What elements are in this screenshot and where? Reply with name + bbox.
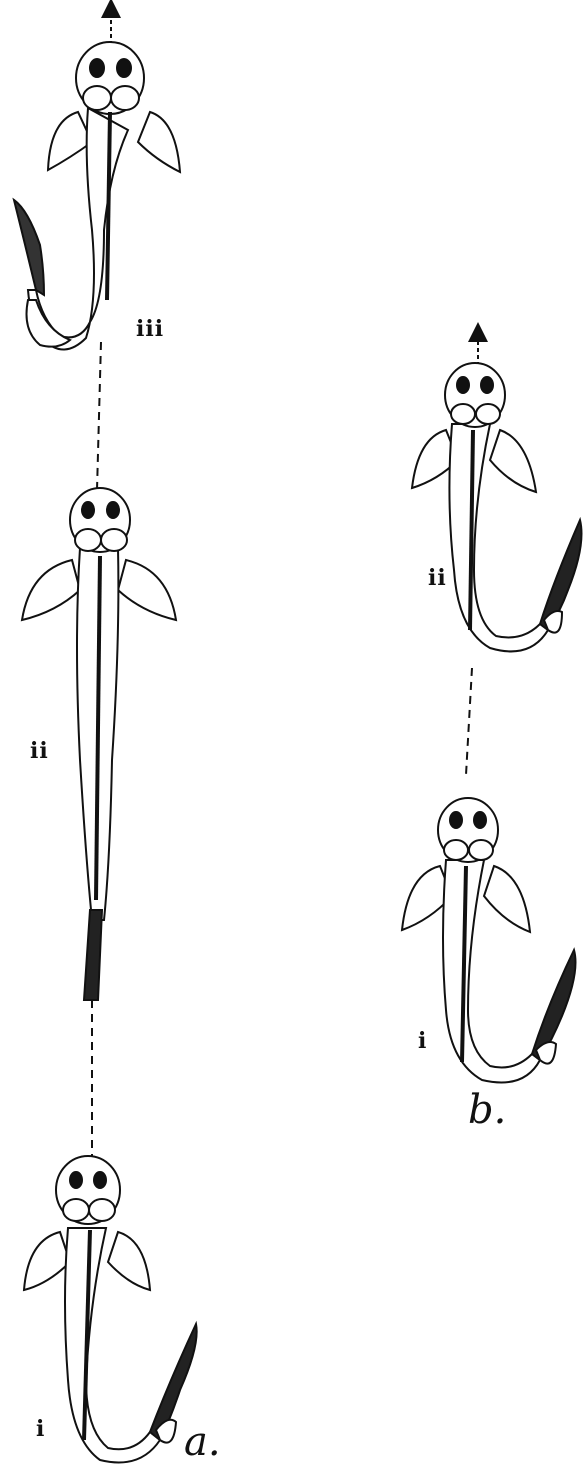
eye-left: [70, 1172, 82, 1188]
cheek-left: [83, 86, 111, 110]
stage-label-b-ii: ii: [428, 567, 447, 589]
pectoral-fin-right: [118, 560, 176, 620]
eye-left: [457, 377, 469, 393]
pectoral-fin-right: [108, 1232, 150, 1290]
cheek-left: [63, 1199, 89, 1221]
eye-right: [107, 502, 119, 518]
connector-a-iii-ii: [97, 342, 101, 490]
stage-label-a-iii: iii: [136, 318, 164, 340]
cheek-right: [89, 1199, 115, 1221]
cheek-left: [451, 404, 475, 424]
fish-b-i: [402, 798, 576, 1083]
pectoral-fin-left: [24, 1232, 70, 1290]
pectoral-fin-right: [138, 112, 180, 172]
series-label-a: a.: [184, 1422, 221, 1462]
fish-a-i: [24, 1156, 197, 1463]
cheek-left: [444, 840, 468, 860]
pectoral-fin-left: [22, 560, 80, 620]
cheek-right: [476, 404, 500, 424]
cheek-left: [75, 529, 101, 551]
eye-right: [481, 377, 493, 393]
pectoral-fin-right: [490, 430, 536, 492]
stage-label-b-i: i: [418, 1030, 427, 1052]
eye-right: [94, 1172, 106, 1188]
stage-label-a-ii: ii: [30, 740, 49, 762]
eye-left: [450, 812, 462, 828]
eye-left: [82, 502, 94, 518]
eye-right: [117, 59, 131, 77]
eye-right: [474, 812, 486, 828]
eye-left: [90, 59, 104, 77]
cheek-right: [469, 840, 493, 860]
fish-a-iii: [14, 42, 180, 350]
caudal-fin-lower: [27, 300, 71, 347]
series-label-b: b.: [468, 1090, 506, 1130]
cheek-right: [101, 529, 127, 551]
pectoral-fin-left: [48, 112, 92, 170]
tail-fin: [14, 200, 44, 295]
tail-fin: [84, 910, 102, 1000]
fish-b-ii: [412, 363, 582, 651]
pectoral-fin-right: [484, 866, 530, 932]
cheek-right: [111, 86, 139, 110]
connector-b-ii-i: [466, 668, 472, 775]
stage-label-a-i: i: [36, 1418, 45, 1440]
